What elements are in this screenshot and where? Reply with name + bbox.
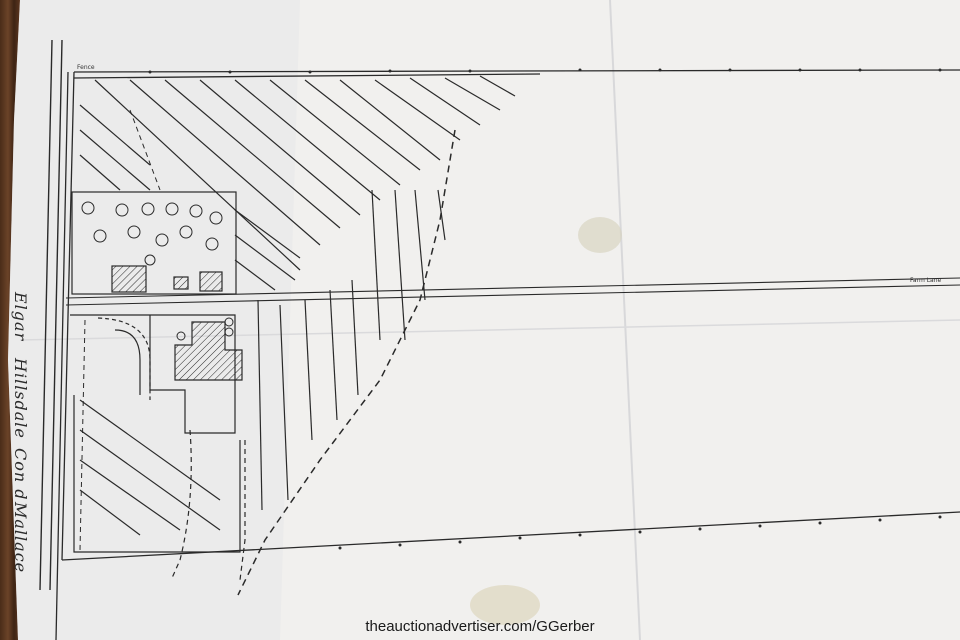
main-road <box>39 39 63 591</box>
well-marker <box>176 331 186 341</box>
farm-lane <box>65 277 960 306</box>
boundary-dots <box>148 68 942 550</box>
field-rows-diagonal <box>79 75 516 291</box>
field-rows-vertical <box>257 189 446 511</box>
lower-yard <box>70 314 236 434</box>
road-label-line2: Hillsdale <box>11 358 30 439</box>
road-label-line4: Mallace <box>11 502 30 574</box>
trees <box>81 201 223 266</box>
lower-field <box>73 395 246 581</box>
paper-shadow <box>8 0 300 640</box>
dashed-line-left <box>79 319 86 551</box>
watermark-credit: theauctionadvertiser.com/GGerber <box>365 618 595 635</box>
outbuildings <box>111 265 223 293</box>
upper-yard <box>71 191 237 295</box>
corner-label: Fence <box>77 64 95 71</box>
dashed-boundary-path <box>237 129 456 596</box>
farm-lane-label: Farm Lane <box>910 277 942 284</box>
water-stain <box>470 585 540 625</box>
water-stain <box>578 217 622 253</box>
road-label-line3: Con d <box>11 448 30 501</box>
fold-line-vertical <box>609 0 641 640</box>
road-label-line1: Elgar <box>11 292 30 342</box>
well-marker <box>224 327 234 337</box>
well-marker <box>224 317 234 327</box>
